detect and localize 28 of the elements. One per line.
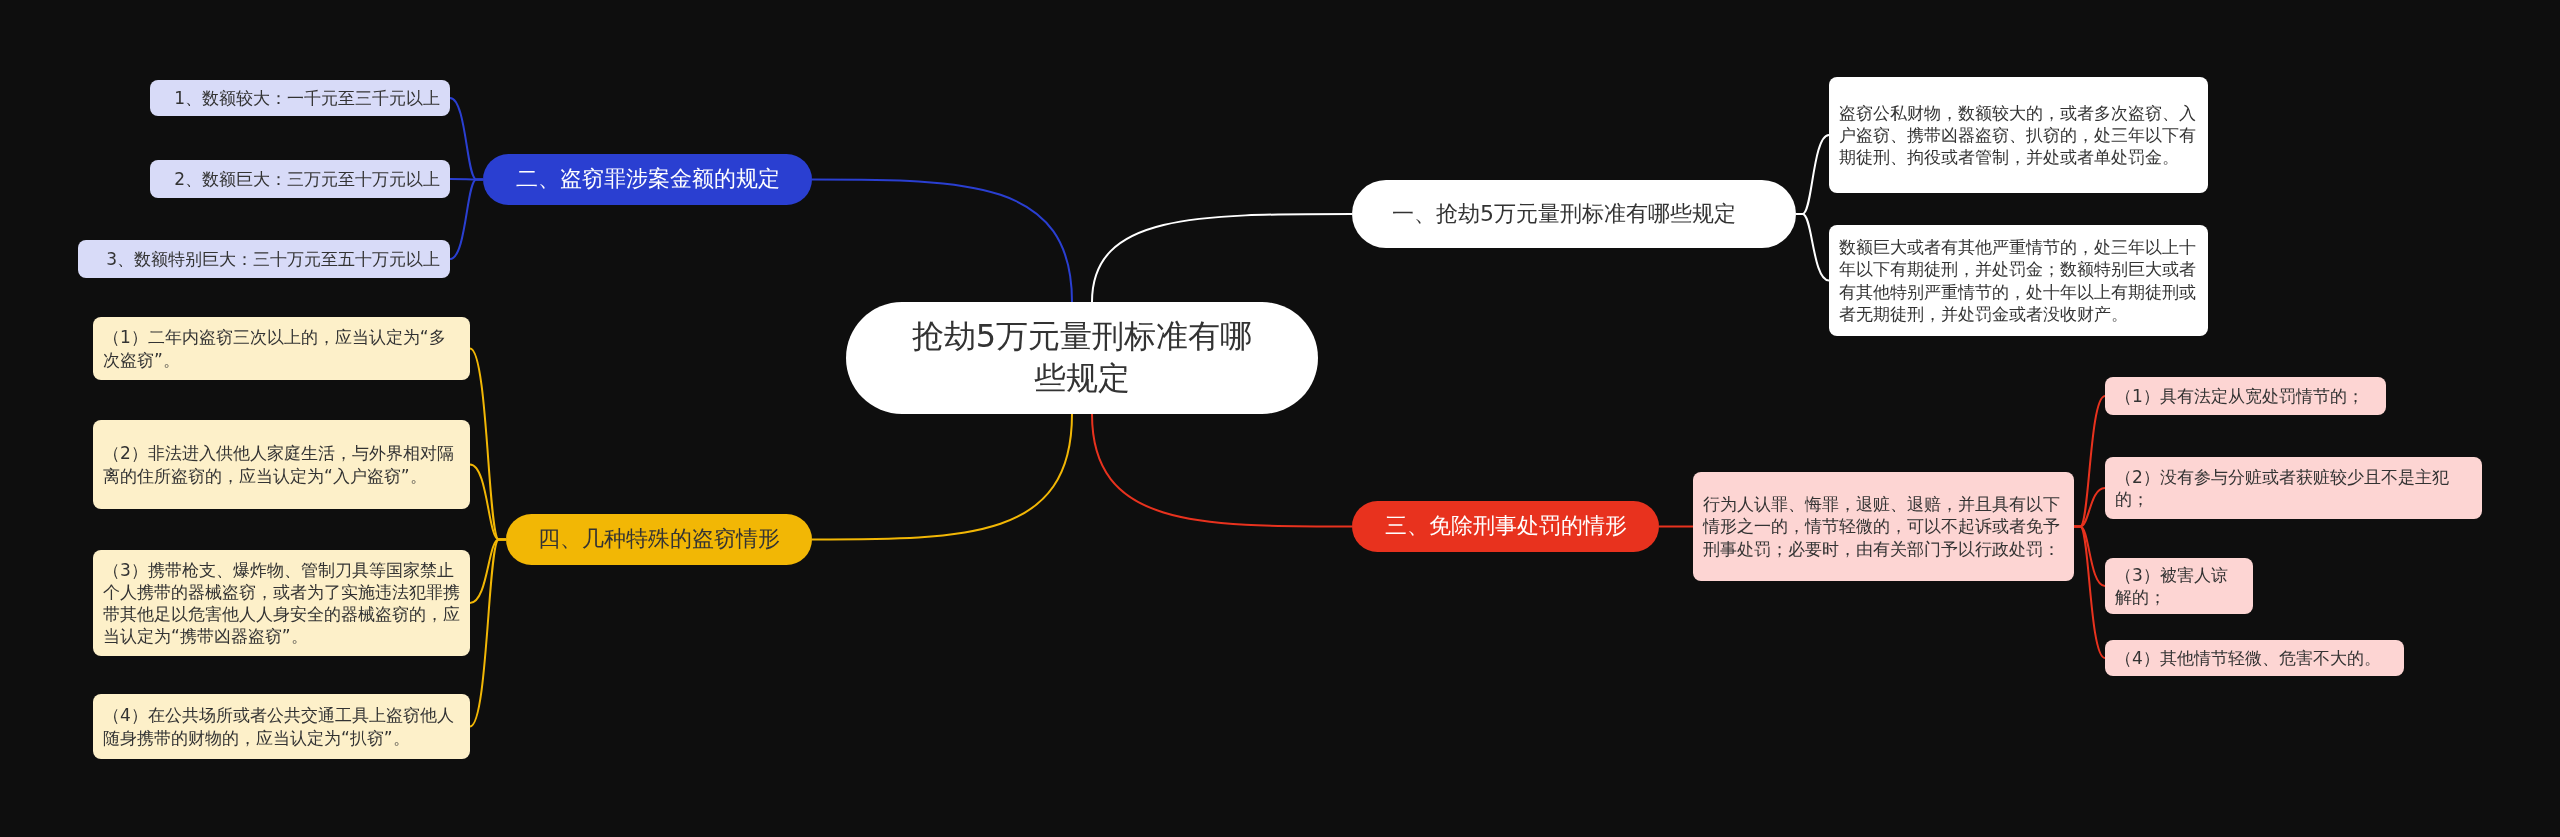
connector [2073,525,2106,659]
note-box: 1、数额较大：一千元至三千元以上 [150,80,450,116]
note-box: 盗窃公私财物，数额较大的，或者多次盗窃、入户盗窃、携带凶器盗窃、扒窃的，处三年以下有期徒刑、拘役或者管制，并处或者单处罚金。 [1829,77,2208,193]
note-box: 2、数额巨大：三万元至十万元以上 [150,160,450,198]
topic-box: 四、几种特殊的盗窃情形 [506,514,812,565]
note-box: （3）被害人谅解的； [2105,558,2253,615]
connector [811,413,1073,541]
note-box: （1）具有法定从宽处罚情节的； [2105,377,2386,415]
topic-box: 三、免除刑事处罚的情形 [1352,501,1659,552]
note-box: （4）在公共场所或者公共交通工具上盗窃他人随身携带的财物的，应当认定为“扒窃”。 [93,694,470,759]
connector [1091,213,1353,303]
note-box: （4）其他情节轻微、危害不大的。 [2105,640,2404,676]
connector [449,178,484,260]
connector [811,178,1073,303]
note-box: 数额巨大或者有其他严重情节的，处三年以上十年以下有期徒刑，并处罚金；数额特别巨大或者有其他特别严重情节的，处十年以上有期徒刑或者无期徒刑，并处罚金或者没收财产。 [1829,225,2208,336]
connector [469,538,507,728]
note-box: 行为人认罪、悔罪，退赃、退赔，并且具有以下情形之一的，情节轻微的，可以不起诉或者免予刑事处罚；必要时，由有关部门予以行政处罚： [1693,472,2074,581]
topic-box: 二、盗窃罪涉案金额的规定 [483,154,812,205]
topic-box: 一、抢劫5万元量刑标准有哪些规定 [1352,180,1796,248]
connector [1658,525,1694,528]
note-box: （3）携带枪支、爆炸物、管制刀具等国家禁止个人携带的器械盗窃，或者为了实施违法犯罪携带其他足以危害他人人身安全的器械盗窃的，应当认定为“携带凶器盗窃”。 [93,550,470,656]
connector [1795,213,1830,282]
note-box: 3、数额特别巨大：三十万元至五十万元以上 [78,240,450,278]
connector [1091,413,1353,528]
central-topic: 抢劫5万元量刑标准有哪些规定 [846,302,1318,414]
note-box: （2）非法进入供他人家庭生活，与外界相对隔离的住所盗窃的，应当认定为“入户盗窃”。 [93,420,470,509]
note-box: （1）二年内盗窃三次以上的，应当认定为“多次盗窃”。 [93,317,470,380]
note-box: （2）没有参与分赃或者获赃较少且不是主犯的； [2105,457,2482,519]
